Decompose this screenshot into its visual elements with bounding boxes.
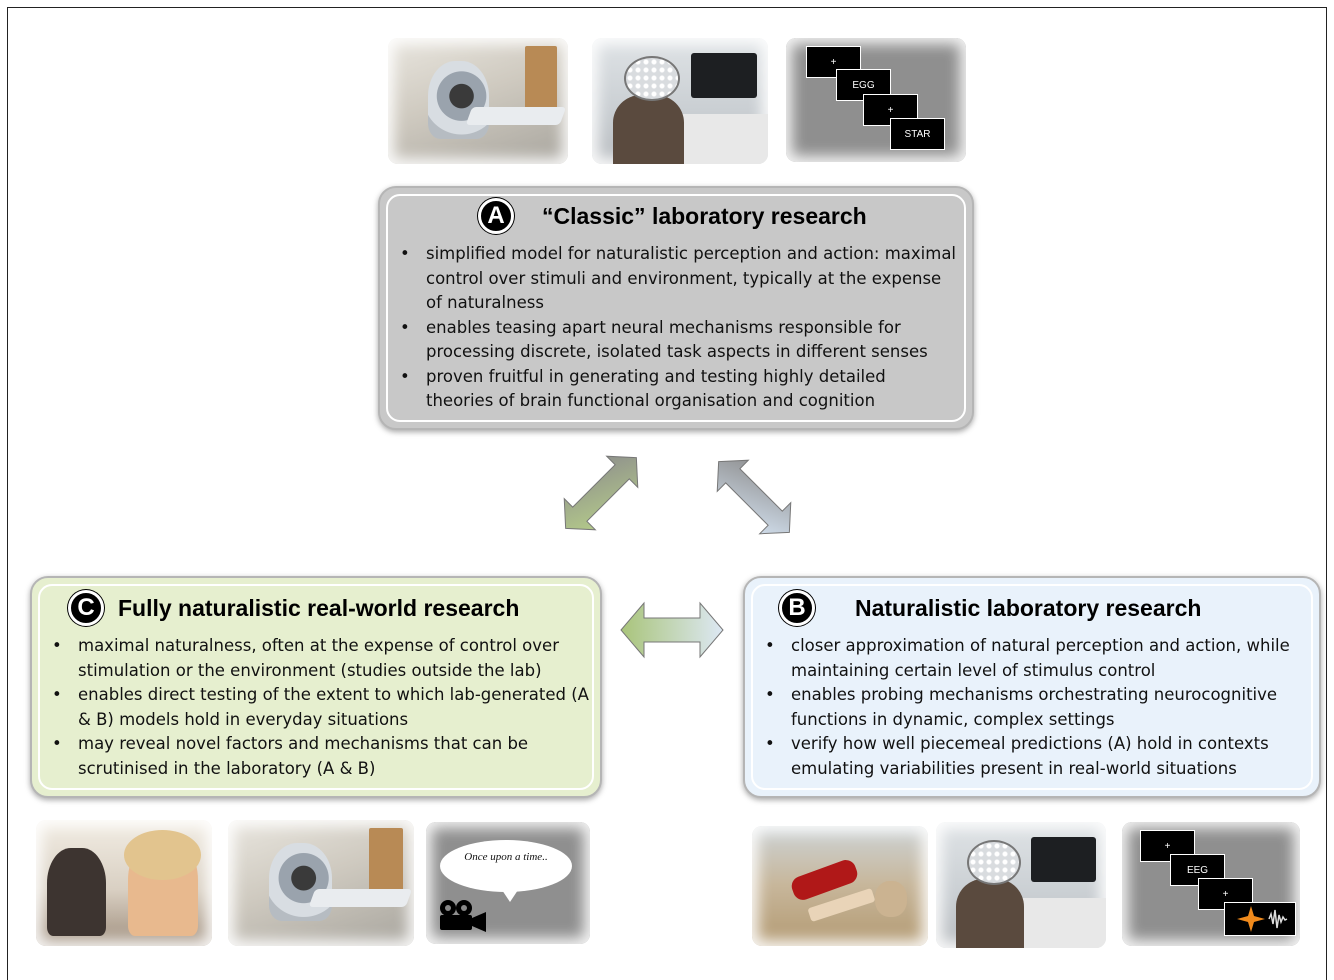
speech-bubble: Once upon a time.. (440, 840, 572, 902)
eeg-participant-photo-2 (936, 822, 1106, 948)
film-stimulus-panel: Once upon a time.. (426, 822, 590, 944)
panel-b-bullet-2: enables probing mechanisms orchestrating… (765, 683, 1315, 732)
panel-c-bullet-2: enables direct testing of the extent to … (52, 683, 592, 732)
arrow-c-b (620, 601, 724, 659)
panel-c-bullet-1: maximal naturalness, often at the expens… (52, 634, 592, 683)
rodent-cage-photo (752, 826, 928, 946)
panel-b-bullets: closer approximation of natural percepti… (765, 634, 1315, 781)
panel-b-letter-badge: B (779, 590, 815, 626)
stimulus-frame-b4 (1224, 902, 1296, 936)
mri-scanner-photo (388, 38, 568, 164)
film-camera-icon (440, 900, 486, 932)
stimulus-frame-4: STAR (890, 118, 945, 150)
stimulus-sequence-a: + EGG + STAR (786, 38, 966, 162)
mri-scanner-photo-2 (228, 820, 414, 946)
panel-c-bullets: maximal naturalness, often at the expens… (52, 634, 592, 781)
panel-c-letter-badge: C (68, 590, 104, 626)
classroom-eeg-photo (36, 820, 212, 946)
star-sound-icon (1237, 906, 1288, 932)
panel-c-title: Fully naturalistic real-world research (118, 594, 520, 621)
arrow-a-c (563, 455, 639, 531)
panel-b-bullet-1: closer approximation of natural percepti… (765, 634, 1315, 683)
panel-b-bullet-3: verify how well piecemeal predictions (A… (765, 732, 1315, 781)
panel-b-title: Naturalistic laboratory research (855, 594, 1202, 621)
panel-a-bullet-2: enables teasing apart neural mechanisms … (400, 316, 956, 365)
panel-a-letter-badge: A (478, 198, 514, 234)
panel-b-naturalistic-lab: B Naturalistic laboratory research close… (743, 576, 1321, 798)
panel-a-bullets: simplified model for naturalistic percep… (400, 242, 956, 414)
arrow-a-b (716, 459, 792, 535)
stimulus-frame-1: + (806, 46, 861, 78)
panel-a-title: “Classic” laboratory research (542, 202, 867, 229)
panel-a-bullet-3: proven fruitful in generating and testin… (400, 365, 956, 414)
figure-frame (7, 7, 1327, 980)
panel-c-real-world: C Fully naturalistic real-world research… (30, 576, 602, 798)
panel-a-classic-lab: A “Classic” laboratory research simplifi… (378, 186, 974, 430)
panel-c-bullet-3: may reveal novel factors and mechanisms … (52, 732, 592, 781)
eeg-participant-photo (592, 38, 768, 164)
stimulus-sequence-b: + EEG + (1122, 822, 1300, 946)
panel-a-bullet-1: simplified model for naturalistic percep… (400, 242, 956, 316)
